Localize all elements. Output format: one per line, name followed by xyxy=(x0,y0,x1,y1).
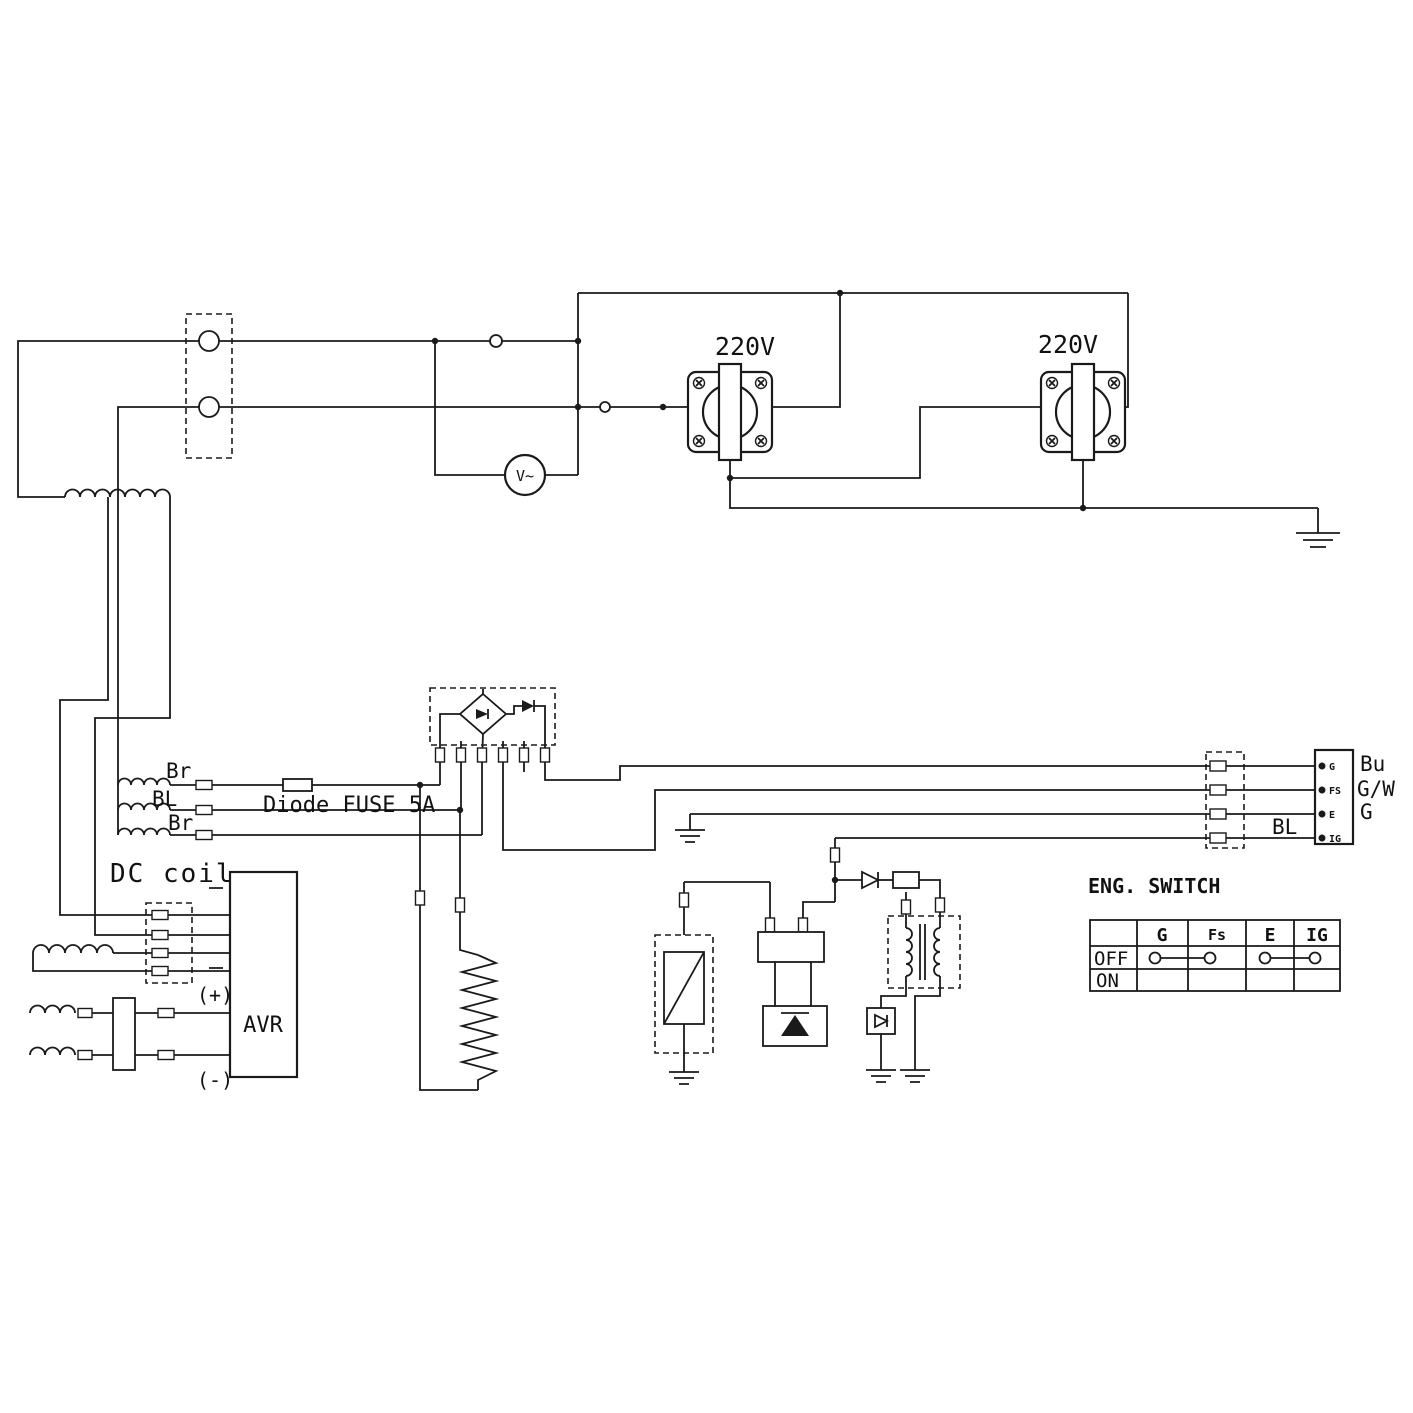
row-label-on: ON xyxy=(1096,970,1119,992)
avr-negative-label: (-) xyxy=(197,1068,233,1092)
right-connector: G FS E IG Bu G/W G BL xyxy=(1205,748,1395,849)
spark-plug xyxy=(414,785,500,1091)
eng-switch-table: ENG. SWITCH G Fs E IG OFF ON xyxy=(1088,874,1341,992)
ground-symbol-coil-right xyxy=(900,1069,930,1083)
ground-symbol-cdi xyxy=(669,1071,699,1085)
wire-label-bl: BL xyxy=(152,787,177,811)
avr-unit: AVR (+) (-) xyxy=(197,870,299,1092)
terminal-pin-g: G xyxy=(1329,762,1335,773)
row-label-off: OFF xyxy=(1094,948,1128,970)
ground-symbol-main xyxy=(1296,508,1340,548)
wire-label-bl: BL xyxy=(1272,815,1297,839)
fuse-label: Diode FUSE 5A xyxy=(263,793,435,818)
wire-label-gw: G/W xyxy=(1357,777,1395,801)
cdi-unit xyxy=(654,881,770,1085)
stator-winding xyxy=(17,340,199,936)
outlet-right-label: 220V xyxy=(1038,330,1098,359)
signal-wires xyxy=(675,813,1212,843)
scr-unit xyxy=(757,882,835,1047)
ignition-feed xyxy=(829,838,946,928)
ground-symbol-signal xyxy=(675,814,705,843)
off-row-contacts xyxy=(1148,951,1322,965)
voltmeter-label: V~ xyxy=(516,467,534,485)
terminal-pin-ig: IG xyxy=(1329,834,1341,845)
col-header-fs: Fs xyxy=(1208,926,1226,944)
wire-label-br-bottom: Br xyxy=(168,811,193,835)
charge-coil-leads: Br BL Br Diode FUSE 5A xyxy=(117,759,482,841)
avr-label: AVR xyxy=(243,1013,283,1038)
wire-label-bu: Bu xyxy=(1360,752,1385,776)
eng-switch-title: ENG. SWITCH xyxy=(1088,874,1220,898)
zener-diode xyxy=(866,1007,896,1035)
polarity-dash xyxy=(209,887,223,969)
ground-symbol-coil-left xyxy=(866,1069,896,1083)
wire-label-br-top: Br xyxy=(166,759,191,783)
avr-positive-label: (+) xyxy=(197,983,233,1007)
terminal-pin-fs: FS xyxy=(1329,786,1341,797)
charging-coil-unit xyxy=(29,997,230,1071)
outlet-left: 220V xyxy=(686,332,775,462)
outlet-right: 220V xyxy=(1038,330,1127,462)
terminal-pin-e: E xyxy=(1329,810,1335,821)
ac-output-wiring: V~ xyxy=(219,289,1340,548)
voltmeter: V~ xyxy=(503,453,547,497)
outlet-left-label: 220V xyxy=(715,332,775,361)
dc-coil-unit: DC coil xyxy=(32,859,234,984)
ignition-coil xyxy=(866,892,961,1083)
main-output-connector xyxy=(185,313,233,459)
rectifier-unit xyxy=(429,687,1212,851)
col-header-ig: IG xyxy=(1306,925,1328,946)
wire-label-g: G xyxy=(1360,800,1373,824)
dc-coil-label: DC coil xyxy=(110,859,234,889)
col-header-g: G xyxy=(1157,925,1168,946)
col-header-e: E xyxy=(1265,925,1276,946)
